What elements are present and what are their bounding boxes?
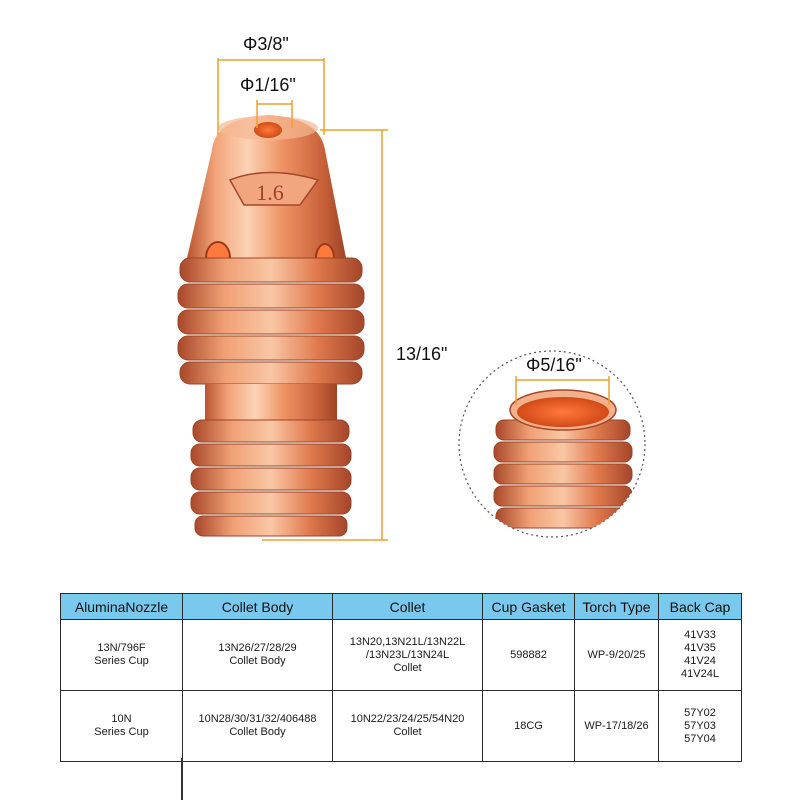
thread-diameter-label: Φ5/16" bbox=[526, 355, 582, 375]
inner-diameter-label: Φ1/16" bbox=[240, 75, 296, 95]
cell-collet: 10N22/23/24/25/54N20 Collet bbox=[332, 690, 483, 762]
outer-diameter-label: Φ3/8" bbox=[243, 34, 289, 54]
cell-torch-type: WP-9/20/25 bbox=[574, 619, 659, 691]
part-marking: 1.6 bbox=[256, 180, 284, 205]
cell-collet-body: 13N26/27/28/29 Collet Body bbox=[182, 619, 333, 691]
header-back-cap: Back Cap bbox=[658, 593, 742, 620]
table-header-row: AluminaNozzle Collet Body Collet Cup Gas… bbox=[60, 593, 742, 620]
header-torch-type: Torch Type bbox=[574, 593, 659, 620]
divider-line bbox=[181, 758, 183, 800]
header-alumina-nozzle: AluminaNozzle bbox=[60, 593, 183, 620]
header-collet-body: Collet Body bbox=[182, 593, 333, 620]
cell-collet-body: 10N28/30/31/32/406488 Collet Body bbox=[182, 690, 333, 762]
cell-collet: 13N20,13N21L/13N22L /13N23L/13N24L Colle… bbox=[332, 619, 483, 691]
collet-body-illustration: 1.6 bbox=[177, 58, 646, 541]
thread-detail-view bbox=[458, 350, 646, 538]
cell-back-cap: 41V33 41V35 41V24 41V24L bbox=[658, 619, 742, 691]
dimension-lines bbox=[217, 58, 388, 541]
table-row: 13N/796F Series Cup 13N26/27/28/29 Colle… bbox=[60, 619, 742, 691]
cell-alumina-nozzle: 13N/796F Series Cup bbox=[60, 619, 183, 691]
header-collet: Collet bbox=[332, 593, 483, 620]
header-cup-gasket: Cup Gasket bbox=[482, 593, 575, 620]
thread-bore bbox=[517, 397, 609, 427]
cell-torch-type: WP-17/18/26 bbox=[574, 690, 659, 762]
table-row: 10N Series Cup 10N28/30/31/32/406488 Col… bbox=[60, 690, 742, 762]
cell-cup-gasket: 598882 bbox=[482, 619, 575, 691]
length-label: 13/16" bbox=[396, 344, 448, 364]
cell-cup-gasket: 18CG bbox=[482, 690, 575, 762]
compatibility-table: AluminaNozzle Collet Body Collet Cup Gas… bbox=[60, 593, 742, 762]
collet-body-part: 1.6 bbox=[177, 115, 365, 537]
cell-alumina-nozzle: 10N Series Cup bbox=[60, 690, 183, 762]
center-bore bbox=[254, 122, 282, 138]
cell-back-cap: 57Y02 57Y03 57Y04 bbox=[658, 690, 742, 762]
